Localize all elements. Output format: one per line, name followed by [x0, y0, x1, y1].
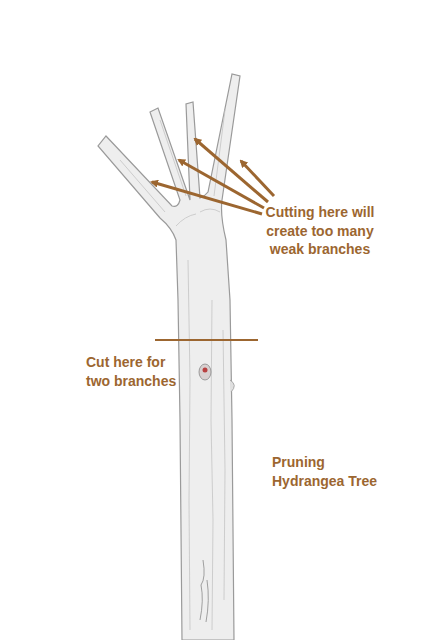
- cut-line: [155, 339, 258, 341]
- warning-note: Cutting here will create too many weak b…: [264, 203, 376, 259]
- cut-instruction: Cut here for two branches: [86, 353, 186, 390]
- bud: [199, 364, 234, 392]
- leader-arrows: [152, 139, 274, 214]
- figure-title: Pruning Hydrangea Tree: [272, 453, 390, 490]
- signature: [200, 560, 208, 622]
